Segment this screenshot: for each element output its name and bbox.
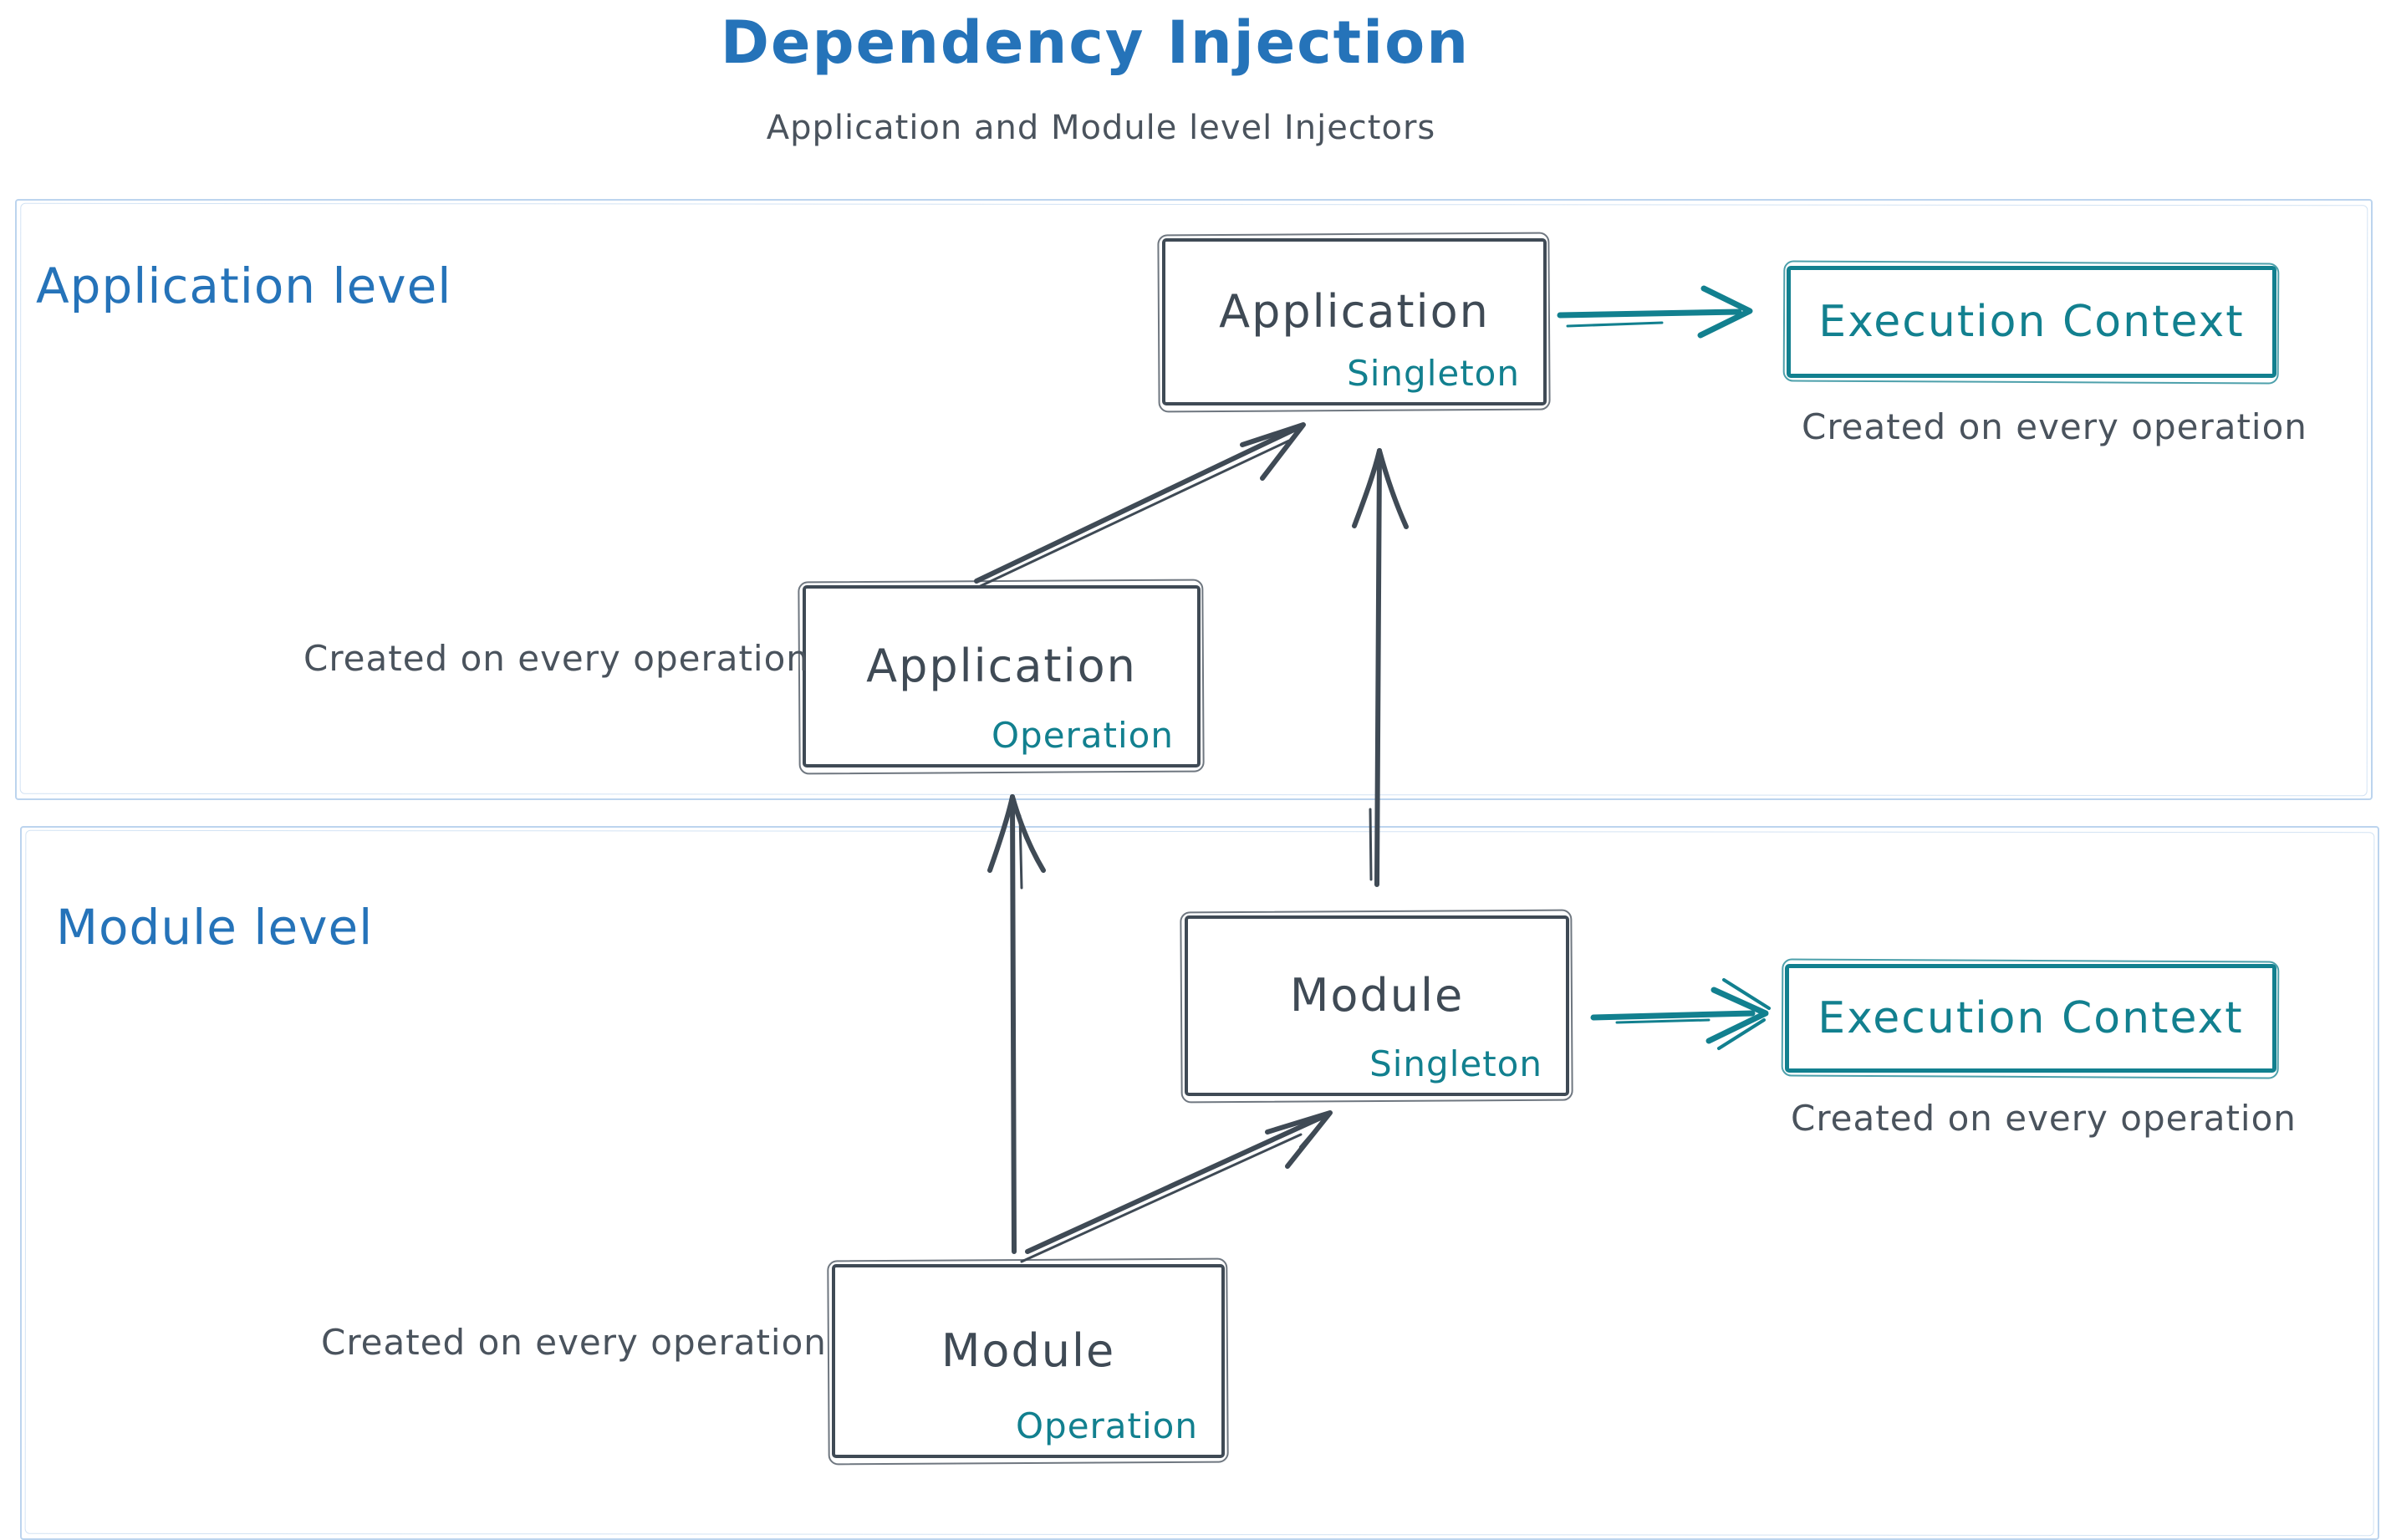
- module-operation-scope-badge: Operation: [1015, 1405, 1198, 1446]
- module-operation-box: Module Operation: [832, 1264, 1225, 1458]
- module-execution-context-box: Execution Context: [1785, 964, 2276, 1073]
- page-subtitle: Application and Module level Injectors: [766, 109, 1436, 147]
- module-level-container: [20, 826, 2379, 1540]
- app-singleton-label: Application: [1219, 284, 1490, 338]
- module-operation-caption: Created on every operation: [321, 1322, 827, 1363]
- module-singleton-scope-badge: Singleton: [1369, 1043, 1542, 1084]
- app-singleton-box: Application Singleton: [1162, 238, 1547, 405]
- app-singleton-scope-badge: Singleton: [1347, 353, 1520, 394]
- page-title: Dependency Injection: [720, 8, 1471, 77]
- app-operation-label: Application: [866, 639, 1137, 692]
- module-execution-context-caption: Created on every operation: [1791, 1098, 2297, 1139]
- application-level-container: [15, 199, 2373, 800]
- app-operation-scope-badge: Operation: [991, 715, 1174, 756]
- app-execution-context-label: Execution Context: [1818, 297, 2245, 347]
- module-singleton-label: Module: [1289, 968, 1465, 1022]
- app-execution-context-caption: Created on every operation: [1802, 406, 2307, 447]
- module-execution-context-label: Execution Context: [1818, 993, 2244, 1043]
- application-level-label: Application level: [36, 258, 452, 314]
- module-level-label: Module level: [56, 899, 374, 956]
- app-operation-box: Application Operation: [803, 585, 1201, 767]
- module-operation-label: Module: [941, 1323, 1116, 1377]
- module-singleton-box: Module Singleton: [1185, 915, 1569, 1096]
- app-operation-caption: Created on every operation: [303, 638, 809, 679]
- app-execution-context-box: Execution Context: [1787, 266, 2276, 378]
